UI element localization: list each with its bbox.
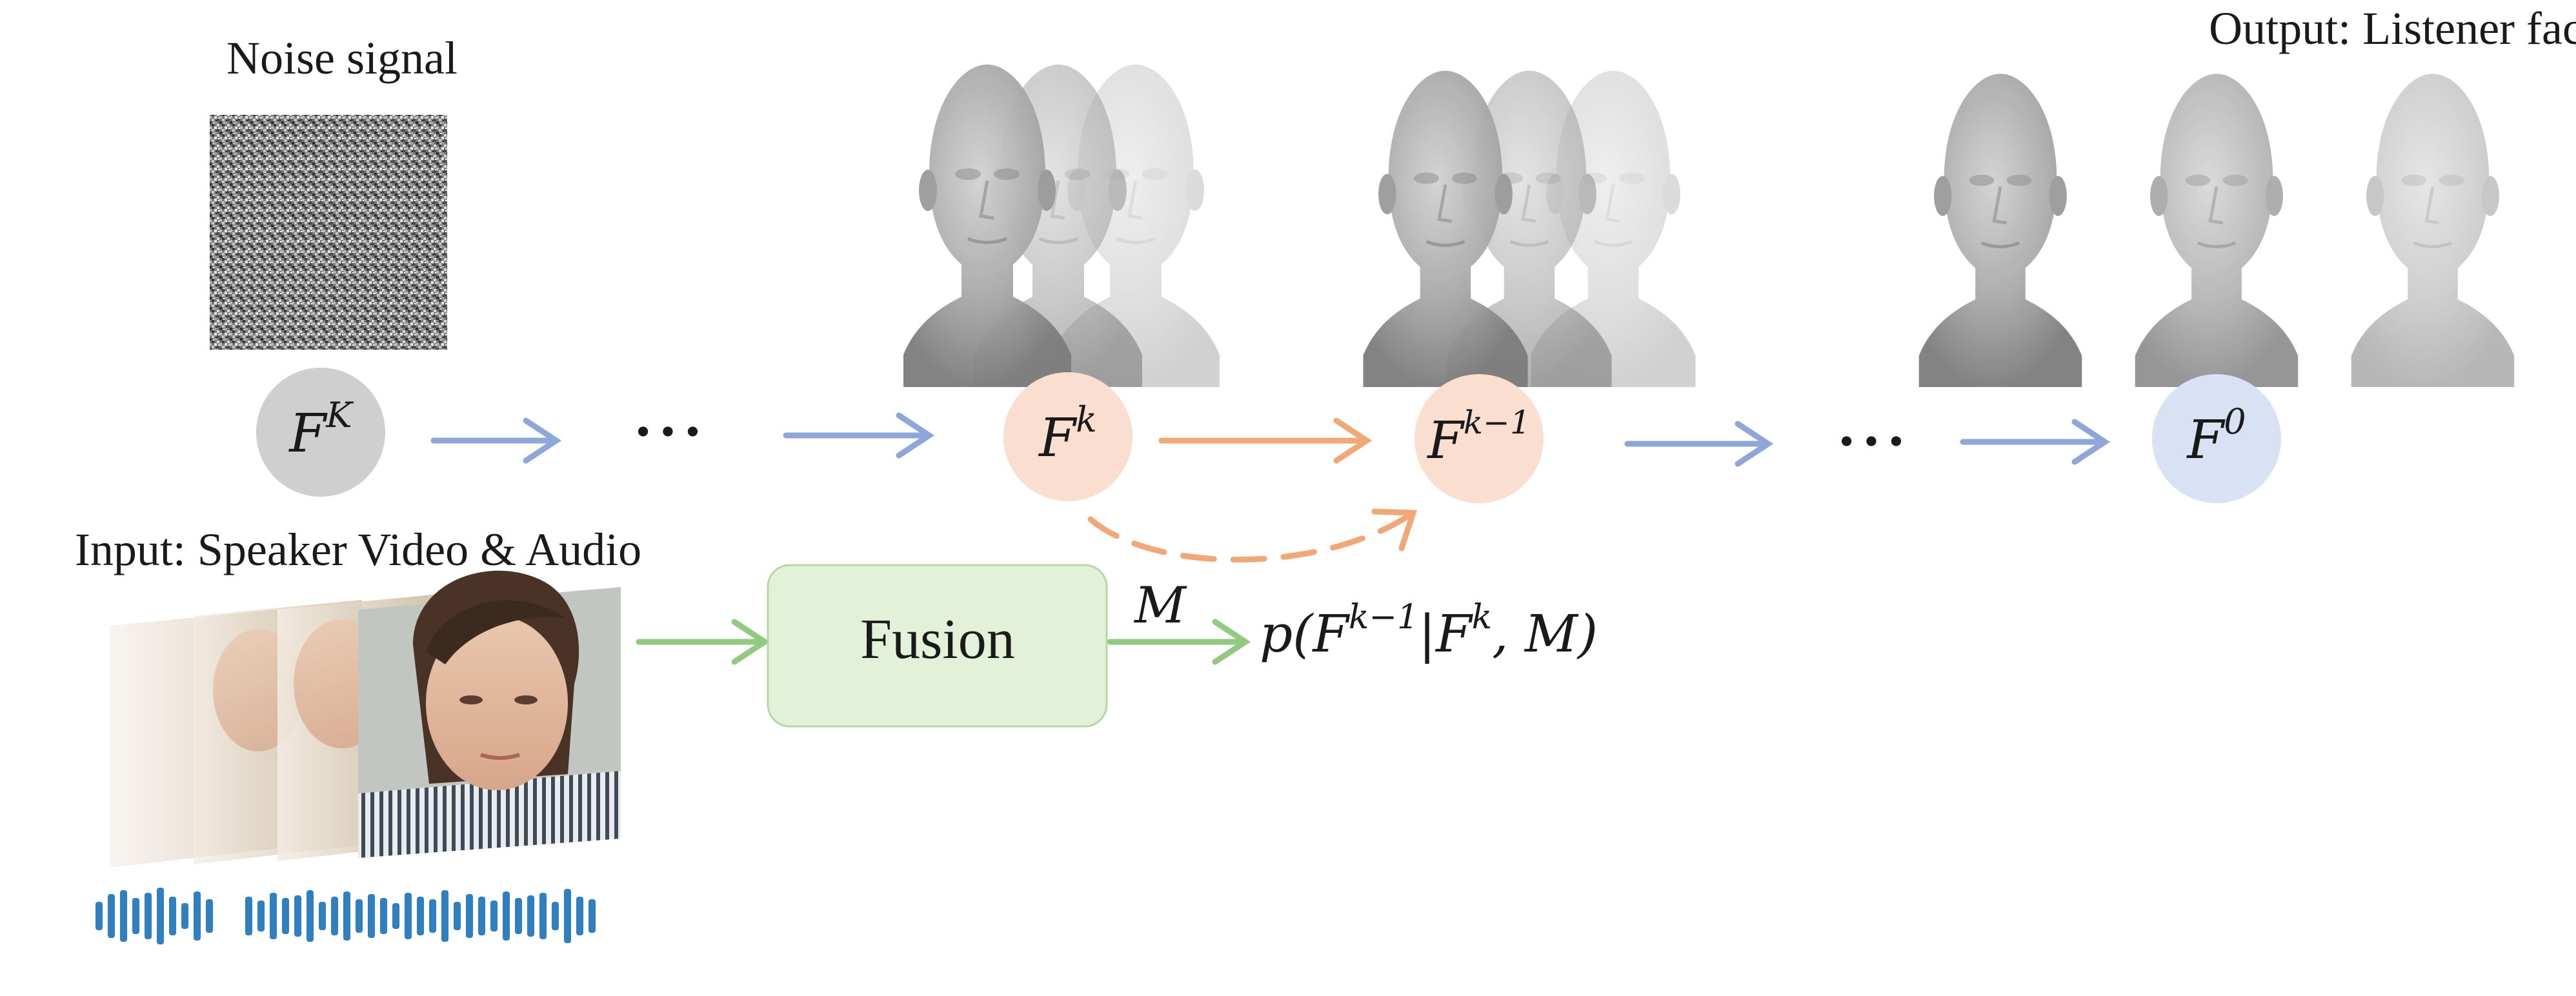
head-stack-fk — [903, 65, 1220, 387]
svg-text:F0: F0 — [2186, 401, 2246, 471]
waveform-bar — [392, 903, 399, 929]
node-f0: F0 — [2152, 374, 2281, 503]
noise-image — [210, 115, 447, 350]
waveform-bar — [429, 899, 436, 933]
orange-arrows — [1087, 417, 1418, 563]
arrow-fK-to-dots — [430, 417, 562, 464]
node-f0-base: F — [2186, 410, 2226, 471]
waveform-bar — [120, 890, 127, 942]
waveform-bar — [454, 902, 461, 930]
head-stack-fk-minus-1 — [1363, 71, 1696, 387]
waveform-bar — [181, 903, 188, 929]
waveform-bar — [490, 901, 498, 931]
node-fk-base: F — [1038, 408, 1078, 469]
formula-p: p( — [1260, 604, 1314, 664]
svg-text:Fk: Fk — [1038, 399, 1097, 469]
waveform-bar — [527, 895, 534, 937]
waveform-bar — [417, 897, 424, 935]
waveform-bar — [282, 898, 289, 934]
arrow-fusion-to-formula — [1107, 619, 1251, 665]
waveform-bar — [368, 894, 375, 938]
arrow-dots-to-fk — [783, 412, 935, 459]
formula-sup1: k−1 — [1349, 598, 1418, 637]
svg-text:Fk−1: Fk−1 — [1426, 404, 1531, 470]
waveform-bar — [356, 899, 363, 933]
waveform-bar — [108, 894, 115, 938]
waveform-bar — [270, 893, 277, 939]
fusion-label: Fusion — [860, 608, 1015, 671]
node-fk-minus-1: Fk−1 — [1414, 374, 1544, 503]
ellipsis-left: • • • — [636, 408, 699, 454]
conditional-probability-formula: p(Fk−1|Fk, M) — [1260, 598, 1598, 664]
output-label: Output: Listener facial motion — [2209, 3, 2576, 54]
waveform-bar — [319, 902, 326, 930]
node-fk1-base: F — [1426, 410, 1465, 470]
dashed-arrow-conditioning — [1087, 510, 1416, 563]
waveform-bar — [343, 891, 350, 941]
fusion-block: Fusion — [767, 564, 1108, 728]
node-fk-sup: k — [1076, 399, 1097, 440]
arrow-dots-to-f0 — [1960, 419, 2111, 465]
waveform-bar — [515, 898, 522, 934]
waveform-bar — [145, 893, 152, 939]
arrow-input-to-fusion — [636, 619, 770, 665]
waveform-bar — [478, 897, 485, 935]
waveform-bar — [194, 891, 201, 941]
m-label: M — [1133, 577, 1187, 635]
formula-F2: F — [1434, 604, 1473, 664]
waveform-bar — [245, 897, 252, 935]
node-fK-sup: K — [325, 395, 354, 435]
green-arrows — [636, 619, 1251, 665]
arrow-fk1-to-dots — [1624, 421, 1774, 467]
waveform-bar — [552, 902, 559, 930]
waveform-bar — [96, 902, 103, 930]
waveform-bar — [564, 889, 571, 943]
waveform-bar — [257, 901, 265, 931]
waveform-bar — [169, 897, 176, 935]
waveform-bar — [331, 897, 338, 935]
waveform-bar — [576, 897, 583, 935]
formula-F1: F — [1311, 604, 1350, 664]
node-fK: FK — [256, 368, 385, 497]
node-fk1-sup: k−1 — [1464, 404, 1531, 441]
waveform-bar — [589, 899, 596, 933]
waveform-bar — [441, 890, 448, 942]
formula-bar: | — [1418, 604, 1436, 664]
blue-arrows — [430, 412, 2111, 467]
formula-sup2: k — [1472, 598, 1493, 637]
waveform-bar — [307, 890, 314, 942]
input-label: Input: Speaker Video & Audio — [75, 524, 641, 575]
waveform-bar — [157, 888, 164, 944]
speaker-video-frames — [110, 570, 621, 868]
video-frame-4 — [358, 570, 621, 858]
waveform-bar — [380, 898, 387, 934]
output-heads — [1919, 74, 2515, 387]
audio-waveform — [96, 888, 596, 944]
waveform-bar — [132, 898, 139, 934]
node-fK-base: F — [288, 403, 328, 464]
waveform-bar — [539, 893, 547, 939]
node-fk: Fk — [1003, 372, 1132, 501]
waveform-bar — [503, 891, 510, 941]
waveform-bar — [405, 893, 412, 939]
arrow-fk-to-fk1 — [1158, 417, 1373, 464]
node-f0-sup: 0 — [2224, 401, 2246, 442]
noise-signal-label: Noise signal — [226, 32, 458, 84]
svg-text:FK: FK — [288, 395, 354, 464]
waveform-bar — [294, 895, 301, 937]
waveform-bar — [206, 899, 213, 933]
formula-tail: , M) — [1492, 604, 1598, 664]
waveform-bar — [466, 894, 473, 938]
ellipsis-right: • • • — [1839, 418, 1903, 464]
dashed-arrow-head — [1371, 508, 1418, 552]
